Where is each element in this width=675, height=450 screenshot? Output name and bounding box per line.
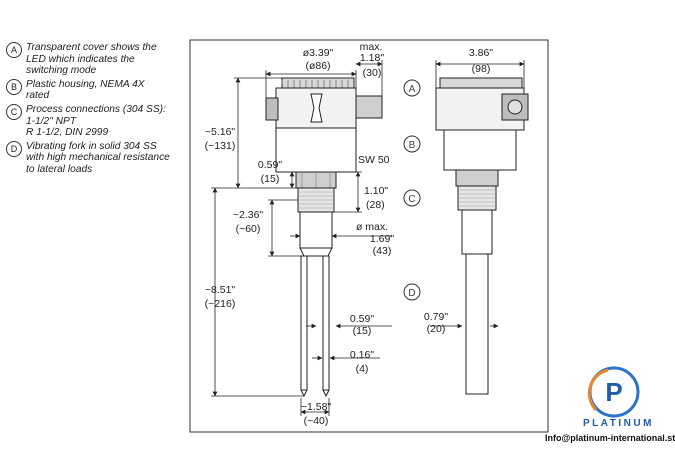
legend-line: 1-1/2" NPT bbox=[26, 115, 77, 127]
housing bbox=[275, 127, 357, 173]
cable-gland-left bbox=[265, 97, 279, 121]
platinum-logo: P bbox=[587, 366, 640, 418]
dim-side-fork-mm: (20) bbox=[427, 323, 446, 335]
legend: A Transparent cover shows the LED which … bbox=[6, 42, 186, 178]
dim-length-mm: (~216) bbox=[205, 298, 236, 310]
dim-max-label: max. bbox=[360, 41, 383, 53]
dim-side-mm: (30) bbox=[363, 67, 382, 79]
legend-line: Transparent cover shows the bbox=[26, 42, 157, 53]
led-window bbox=[310, 93, 323, 123]
dimension-lines bbox=[211, 60, 392, 416]
neck bbox=[299, 211, 333, 249]
fork-tine-right bbox=[322, 255, 330, 391]
side-nut bbox=[455, 169, 499, 187]
dim-spacing-in: ~1.58" bbox=[301, 401, 332, 413]
front-view bbox=[265, 77, 383, 398]
callout-c: C bbox=[408, 194, 415, 205]
side-housing bbox=[443, 129, 517, 171]
legend-item-c: C Process connections (304 SS): 1-1/2" N… bbox=[6, 103, 186, 139]
callout-d: D bbox=[408, 288, 415, 299]
dim-tine-w-mm: (15) bbox=[353, 325, 372, 337]
legend-letter: A bbox=[6, 42, 22, 58]
cable-gland-right bbox=[355, 95, 383, 119]
legend-item-b: B Plastic housing, NEMA 4X rated bbox=[6, 78, 186, 102]
legend-line: switching mode bbox=[26, 65, 97, 77]
dim-nut-in: 0.59" bbox=[258, 159, 282, 171]
dim-fork-dia-in: 1.69" bbox=[370, 233, 394, 245]
legend-item-a: A Transparent cover shows the LED which … bbox=[6, 42, 186, 77]
legend-letter: C bbox=[6, 103, 22, 120]
dim-width-in: 3.86" bbox=[469, 47, 493, 59]
dim-side-in: 1.18" bbox=[360, 52, 384, 64]
dimension-labels: ø3.39" (ø86) max. 1.18" (30) 3.86" (98) … bbox=[205, 41, 494, 427]
dim-thread-mm: (28) bbox=[366, 199, 385, 211]
legend-letter: B bbox=[6, 78, 22, 95]
dim-nut-mm: (15) bbox=[261, 173, 280, 185]
dim-sw: SW 50 bbox=[358, 154, 390, 166]
legend-line: Process connections (304 SS): bbox=[26, 103, 166, 115]
drawing-frame bbox=[189, 39, 549, 433]
dim-tine-t-mm: (4) bbox=[356, 363, 369, 375]
side-view bbox=[435, 77, 529, 395]
logo-letter: P bbox=[605, 377, 622, 407]
logo-wordmark: PLATINUM bbox=[583, 418, 654, 429]
legend-line: R 1-1/2, DIN 2999 bbox=[26, 127, 109, 139]
dim-spacing-mm: (~40) bbox=[304, 415, 329, 427]
legend-line: with high mechanical resistance bbox=[26, 152, 170, 164]
dim-neck-mm: (~60) bbox=[236, 223, 261, 235]
side-fork bbox=[465, 253, 489, 395]
dim-neck-in: ~2.36" bbox=[233, 209, 264, 221]
legend-line: rated bbox=[26, 90, 50, 102]
legend-item-d: D Vibrating fork in solid 304 SS with hi… bbox=[6, 140, 186, 176]
dim-cover-dia-mm: (ø86) bbox=[305, 60, 330, 72]
dim-side-fork-in: 0.79" bbox=[424, 311, 448, 323]
fork-tine-left bbox=[300, 255, 308, 391]
side-dimension-lines bbox=[430, 60, 525, 329]
callouts: A B C D bbox=[403, 79, 421, 301]
dim-cover-dia-in: ø3.39" bbox=[303, 47, 334, 59]
dim-thread-in: 1.10" bbox=[364, 185, 388, 197]
callout-a: A bbox=[409, 84, 416, 95]
dim-tine-w-in: 0.59" bbox=[350, 313, 374, 325]
legend-line: Plastic housing, NEMA 4X bbox=[26, 78, 145, 90]
dim-height-mm: (~131) bbox=[205, 140, 236, 152]
contact-email[interactable]: Info@platinum-international.store bbox=[545, 433, 675, 443]
dim-fork-dia-mm: (43) bbox=[373, 245, 392, 257]
legend-line: to lateral loads bbox=[26, 163, 93, 175]
dim-height-in: ~5.16" bbox=[205, 126, 236, 138]
legend-letter: D bbox=[6, 140, 22, 157]
side-cover-cap bbox=[439, 77, 523, 89]
dim-width-mm: (98) bbox=[472, 63, 491, 75]
dim-tine-t-in: 0.16" bbox=[350, 349, 374, 361]
dim-length-in: ~8.51" bbox=[205, 284, 236, 296]
legend-line: LED which indicates the bbox=[26, 53, 135, 65]
legend-line: Vibrating fork in solid 304 SS bbox=[26, 140, 157, 152]
callout-b: B bbox=[409, 140, 416, 151]
dim-fork-dia-label: ø max. bbox=[356, 221, 388, 233]
